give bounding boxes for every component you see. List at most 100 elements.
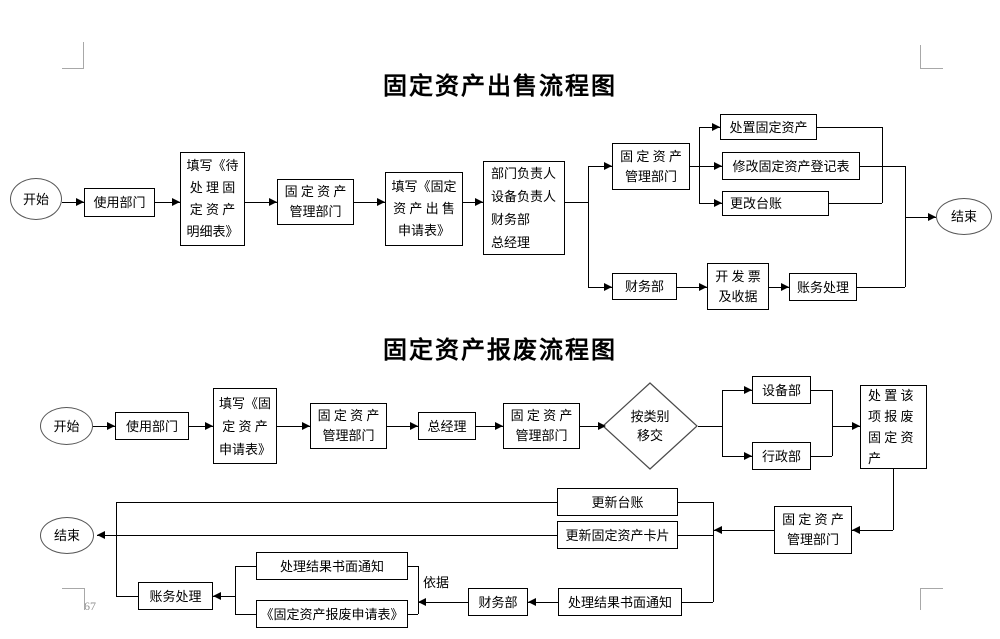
- connector-line: [418, 566, 419, 614]
- c2-result-notice-box-right: 处理结果书面通知: [558, 588, 682, 616]
- c1-end-terminator: 结束: [936, 198, 992, 235]
- page-margin-mark: [920, 588, 943, 589]
- c1-fill-pending-form-box: 填写《待 处 理 固 定 资 产 明细表》: [180, 152, 245, 246]
- c2-start-terminator: 开始: [40, 407, 93, 445]
- connector-line: [476, 426, 503, 427]
- arrowhead-right-icon: [781, 283, 789, 291]
- arrowhead-right-icon: [205, 422, 213, 430]
- c1-finance-dept-box: 财务部: [612, 273, 677, 300]
- c1-asset-mgmt-dept-box-1: 固 定 资 产 管理部门: [277, 179, 354, 225]
- arrowhead-right-icon: [852, 422, 860, 430]
- c2-transfer-decision-label: 按类别 移交: [630, 409, 670, 443]
- page-margin-mark: [920, 68, 943, 69]
- arrowhead-right-icon: [699, 283, 707, 291]
- c2-end-terminator: 结束: [40, 517, 94, 554]
- c1-modify-register-box: 修改固定资产登记表: [722, 152, 860, 180]
- arrowhead-right-icon: [604, 283, 612, 291]
- page-margin-mark: [83, 42, 84, 68]
- c1-update-ledger-box: 更改台账: [722, 191, 829, 216]
- connector-line: [852, 530, 893, 531]
- c2-finance-dept-box: 财务部: [468, 588, 528, 616]
- connector-line: [811, 456, 832, 457]
- connector-line: [93, 426, 115, 427]
- connector-line: [769, 287, 789, 288]
- c2-general-manager-box: 总经理: [418, 412, 476, 440]
- connector-line: [588, 287, 612, 288]
- connector-line: [235, 614, 256, 615]
- arrowhead-right-icon: [172, 198, 180, 206]
- connector-line: [811, 390, 832, 391]
- connector-line: [528, 602, 558, 603]
- connector-line: [235, 566, 256, 567]
- connector-line: [408, 614, 418, 615]
- connector-line: [893, 469, 894, 530]
- arrowhead-right-icon: [410, 422, 418, 430]
- c1-using-dept-box: 使用部门: [84, 188, 155, 217]
- connector-line: [722, 390, 752, 391]
- arrowhead-left-icon: [97, 531, 105, 539]
- arrowhead-right-icon: [712, 123, 720, 131]
- c2-basis-label: 依据: [423, 575, 450, 590]
- connector-line: [713, 530, 774, 531]
- chart1-title: 固定资产出售流程图: [383, 74, 617, 100]
- c1-accounting-box: 账务处理: [789, 273, 857, 301]
- arrowhead-right-icon: [107, 422, 115, 430]
- connector-line: [832, 390, 833, 456]
- arrowhead-right-icon: [302, 422, 310, 430]
- connector-line: [678, 502, 713, 503]
- arrowhead-right-icon: [744, 386, 752, 394]
- c1-dispose-asset-box: 处置固定资产: [720, 114, 817, 140]
- arrowhead-right-icon: [269, 198, 277, 206]
- connector-line: [463, 202, 483, 203]
- arrowhead-right-icon: [714, 162, 722, 170]
- connector-line: [698, 426, 722, 427]
- connector-line: [690, 166, 699, 167]
- connector-line: [245, 202, 277, 203]
- connector-line: [882, 127, 883, 203]
- arrowhead-left-icon: [714, 526, 722, 534]
- c1-asset-mgmt-dept-box-2: 固 定 资 产 管理部门: [612, 143, 690, 190]
- connector-line: [905, 217, 936, 218]
- arrowhead-right-icon: [598, 422, 606, 430]
- arrowhead-left-icon: [852, 526, 860, 534]
- connector-line: [155, 202, 180, 203]
- page-number: 67: [84, 599, 96, 613]
- c2-update-ledger-box: 更新台账: [557, 488, 678, 516]
- c2-asset-mgmt-dept-box-1: 固 定 资 产 管理部门: [310, 403, 387, 449]
- connector-line: [565, 202, 588, 203]
- arrowhead-right-icon: [928, 213, 936, 221]
- connector-line: [116, 502, 117, 596]
- connector-line: [677, 287, 707, 288]
- arrowhead-right-icon: [714, 199, 722, 207]
- chart2-title: 固定资产报废流程图: [383, 338, 617, 364]
- arrowhead-left-icon: [213, 592, 221, 600]
- c2-scrap-apply-form-box: 《固定资产报废申请表》: [256, 600, 408, 628]
- c2-accounting-box: 账务处理: [138, 582, 213, 610]
- connector-line: [713, 502, 714, 602]
- page-margin-mark: [84, 588, 85, 610]
- c2-fill-apply-form-box: 填写《固 定 资 产 申请表》: [213, 388, 277, 464]
- connector-line: [699, 127, 720, 128]
- c2-using-dept-box: 使用部门: [115, 412, 189, 440]
- connector-line: [678, 535, 713, 536]
- connector-line: [418, 602, 468, 603]
- connector-line: [189, 426, 213, 427]
- connector-line: [905, 166, 906, 287]
- connector-line: [588, 166, 589, 287]
- connector-line: [832, 426, 860, 427]
- connector-line: [699, 203, 722, 204]
- c1-approvers-box: 部门负责人 设备负责人 财务部 总经理: [483, 161, 565, 255]
- connector-line: [829, 203, 882, 204]
- connector-line: [580, 426, 602, 427]
- connector-line: [387, 426, 418, 427]
- c2-update-asset-card-box: 更新固定资产卡片: [557, 521, 678, 549]
- connector-line: [97, 535, 557, 536]
- arrowhead-right-icon: [76, 198, 84, 206]
- connector-line: [354, 202, 385, 203]
- arrowhead-right-icon: [495, 422, 503, 430]
- arrowhead-left-icon: [528, 598, 536, 606]
- connector-line: [116, 596, 138, 597]
- connector-line: [277, 426, 310, 427]
- connector-line: [699, 166, 722, 167]
